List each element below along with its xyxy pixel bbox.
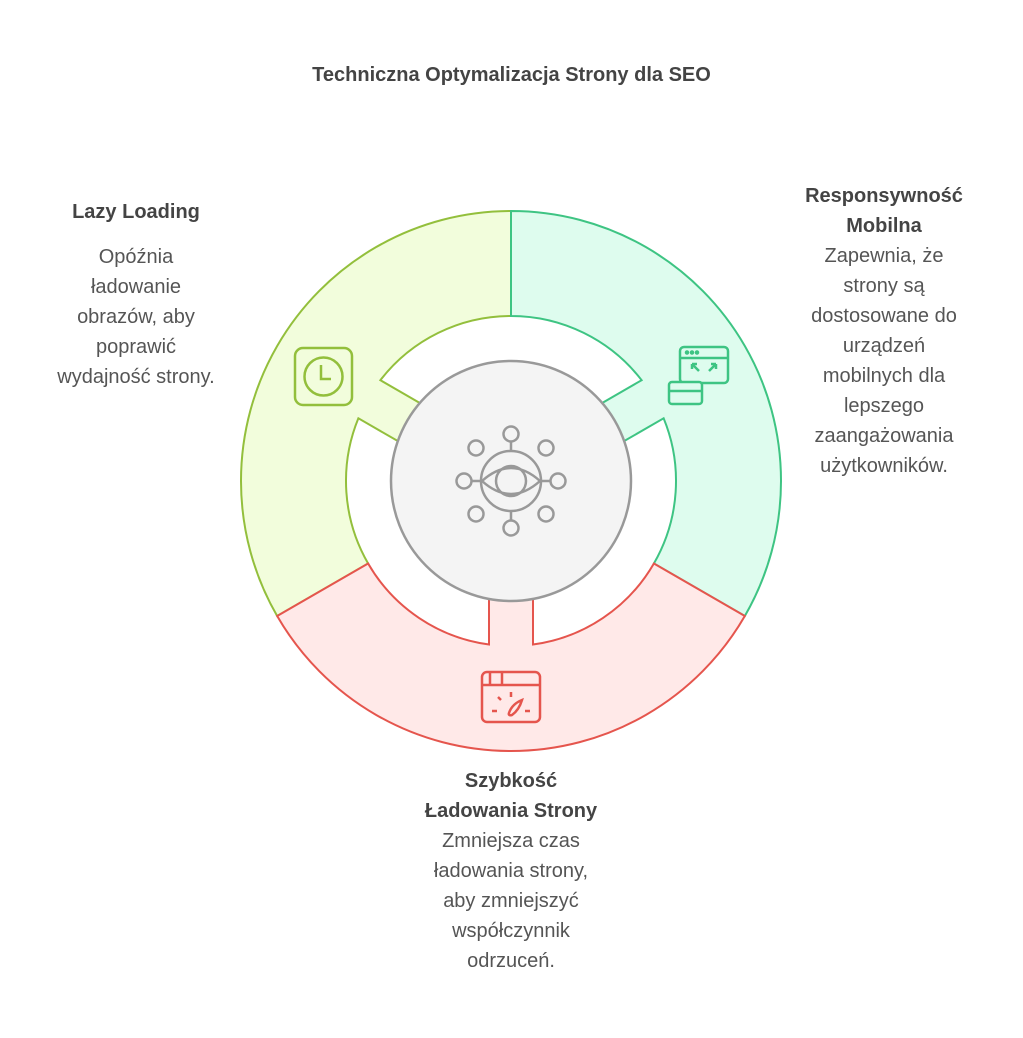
page-speed-desc-line: ładowania strony, xyxy=(433,860,589,882)
segment-responsive-mobile xyxy=(510,209,782,618)
lazy-loading-desc-line: Opóźnia xyxy=(98,246,174,268)
lazy-loading-text: Lazy Loading Opóźnia ładowanie obrazów, … xyxy=(16,197,256,392)
lazy-loading-desc-line: ładowanie xyxy=(90,276,182,298)
page-speed-desc-line: odrzuceń. xyxy=(467,950,555,972)
lazy-loading-desc-line: wydajność strony. xyxy=(57,366,215,388)
page-speed-desc-line: aby zmniejszyć xyxy=(443,890,579,912)
responsive-mobile-desc-line: strony są xyxy=(843,275,925,297)
responsive-mobile-desc-line: Zapewnia, że xyxy=(824,245,944,267)
responsive-mobile-desc-line: zaangażowania xyxy=(814,425,954,447)
eye-network-icon xyxy=(455,425,567,537)
lazy-loading-desc-line: obrazów, aby xyxy=(77,306,195,328)
page-speed-heading: Szybkość xyxy=(464,770,558,792)
segment-page-speed xyxy=(275,562,747,753)
responsive-mobile-text: Responsywność Mobilna Zapewnia, że stron… xyxy=(764,181,1004,481)
responsive-mobile-desc-line: lepszego xyxy=(843,395,925,417)
responsive-mobile-desc-line: dostosowane do xyxy=(811,305,957,327)
segment-lazy-loading xyxy=(240,209,512,618)
diagram-title: Techniczna Optymalizacja Strony dla SEO xyxy=(312,64,711,86)
page-speed-heading: Ładowania Strony xyxy=(424,800,598,822)
page-speed-desc-line: Zmniejsza czas xyxy=(442,830,580,852)
responsive-mobile-desc-line: mobilnych dla xyxy=(822,365,946,387)
responsive-mobile-heading: Mobilna xyxy=(846,215,922,237)
center-circle xyxy=(389,359,633,603)
clock-icon xyxy=(293,346,354,407)
page-speed-text: Szybkość Ładowania Strony Zmniejsza czas… xyxy=(361,766,661,976)
responsive-mobile-heading: Responsywność xyxy=(805,185,963,207)
responsive-mobile-desc-line: urządzeń xyxy=(842,335,926,357)
lazy-loading-heading: Lazy Loading xyxy=(72,201,200,223)
speedometer-browser-icon xyxy=(480,670,542,724)
page-speed-desc-line: współczynnik xyxy=(452,920,570,942)
lazy-loading-desc-line: poprawić xyxy=(95,336,177,358)
responsive-windows-icon xyxy=(667,345,730,406)
responsive-mobile-desc-line: użytkowników. xyxy=(820,455,948,477)
